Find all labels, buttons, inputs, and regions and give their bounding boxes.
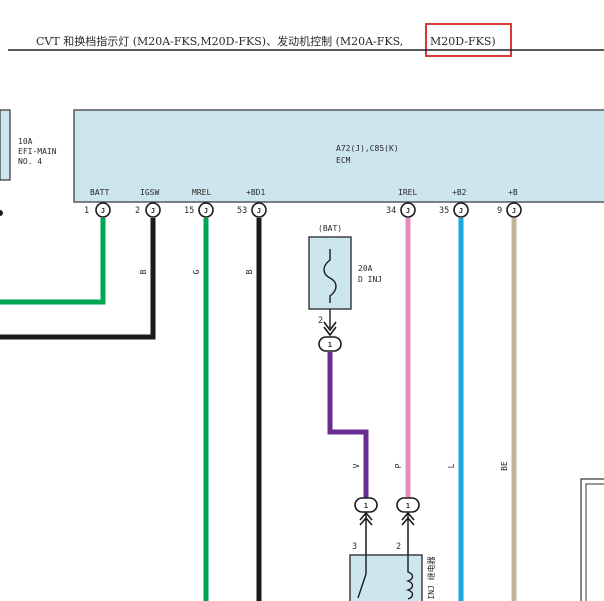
ecm-terminal-label: MREL — [192, 188, 211, 197]
partial-component-inner — [585, 483, 604, 601]
header: CVT 和换档指示灯 (M20A-FKS,M20D-FKS)、发动机控制 (M2… — [8, 23, 604, 57]
wire-color-code: P — [394, 463, 403, 468]
relay-pin-right: 2 — [396, 542, 401, 552]
wire-color-codes: B G B V P L BE — [139, 269, 509, 470]
fuse-d-inj-name: D INJ — [358, 275, 382, 284]
fuse-d-inj-pin: 2 — [318, 316, 323, 326]
ecm-pin-jack-label: J — [151, 207, 155, 215]
fuse-d-inj-connector — [318, 336, 342, 352]
wire-stub-dot — [0, 210, 3, 216]
ecm-pin-number: 2 — [135, 206, 140, 216]
ecm-pin-jack-label: J — [459, 207, 463, 215]
ecm-terminal-label: +B — [508, 188, 518, 197]
wire-color-code: V — [352, 463, 361, 468]
ecm-pin-jack-label: J — [406, 207, 410, 215]
fuse-efi-main-no: NO. 4 — [18, 157, 42, 166]
title-highlight-text: M20D-FKS) — [430, 35, 496, 48]
wire-color-code: BE — [500, 461, 509, 471]
ecm-unit: A72(J),C85(K) ECM BATT IGSW MREL +BD1 IR… — [73, 109, 604, 203]
relay-switch-icon — [357, 555, 367, 599]
ecm-name: ECM — [336, 156, 351, 165]
connector-arrow-icon — [323, 321, 337, 337]
ecm-pin-number: 1 — [84, 206, 89, 216]
fuse-d-inj-rating: 20A — [358, 264, 373, 273]
ecm-pin-jack-label: J — [204, 207, 208, 215]
relay-name: INJ 继电器 — [426, 556, 436, 599]
ecm-pin-jack — [400, 202, 416, 218]
fuse-d-inj-connector-label: 1 — [328, 341, 332, 349]
ecm-pin-number: 35 — [439, 206, 449, 216]
relay-coil-icon — [405, 555, 414, 600]
ecm-pin-jack — [145, 202, 161, 218]
inj-relay: INJ 继电器 — [349, 554, 436, 601]
wire-igsw-black — [0, 218, 156, 340]
relay-pin-left: 3 — [352, 542, 357, 552]
wire-color-code: B — [245, 269, 254, 274]
connector-arrow-icon — [401, 511, 415, 526]
ecm-connector-code: A72(J),C85(K) — [336, 144, 399, 153]
relay-box — [349, 554, 423, 601]
partial-component-right — [580, 478, 604, 601]
ecm-terminal-label: BATT — [90, 188, 109, 197]
ecm-pin-number: 34 — [386, 206, 396, 216]
ecm-pins: J 1 J 2 J 15 J 53 J 34 J 35 J 9 — [84, 202, 522, 218]
ecm-terminal-label: +B2 — [452, 188, 467, 197]
fuse-efi-main-rating: 10A — [18, 137, 33, 146]
wires — [0, 218, 517, 601]
fuse-d-inj: (BAT) 20A D INJ 2 1 — [308, 224, 382, 352]
relay-connector-left-label: 1 — [364, 502, 368, 510]
ecm-pin-jack — [198, 202, 214, 218]
wire-color-code: L — [447, 463, 456, 468]
ecm-pin-number: 53 — [237, 206, 247, 216]
ecm-pin-jack — [95, 202, 111, 218]
ecm-terminal-label: IREL — [398, 188, 417, 197]
ecm-pin-jack-label: J — [257, 207, 261, 215]
highlight-box — [425, 23, 512, 57]
ecm-terminal-label: IGSW — [140, 188, 159, 197]
wire-batt-green — [0, 218, 106, 305]
relay-connectors: 1 1 3 2 — [352, 497, 420, 552]
diagram-title: CVT 和换档指示灯 (M20A-FKS,M20D-FKS)、发动机控制 (M2… — [36, 34, 403, 48]
ecm-pin-jack-label: J — [101, 207, 105, 215]
ecm-pin-jack — [506, 202, 522, 218]
relay-connector-right-label: 1 — [406, 502, 410, 510]
fuse-d-inj-source: (BAT) — [318, 224, 342, 233]
fuse-symbol-icon — [323, 249, 337, 303]
ecm-box — [73, 109, 604, 203]
ecm-pin-jack — [453, 202, 469, 218]
fuse-efi-main-name: EFI-MAIN — [18, 147, 57, 156]
ecm-pin-jack — [251, 202, 267, 218]
wire-color-code: B — [139, 269, 148, 274]
wire-color-code: G — [192, 269, 201, 274]
ecm-pin-number: 15 — [184, 206, 194, 216]
fuse-efi-main-no4: 10A EFI-MAIN NO. 4 — [0, 109, 57, 181]
fuse-efi-main-box — [0, 109, 11, 181]
ecm-pin-number: 9 — [497, 206, 502, 216]
ecm-pin-jack-label: J — [512, 207, 516, 215]
wire-fuse-out-purple — [327, 352, 369, 498]
ecm-terminal-label: +BD1 — [246, 188, 265, 197]
connector-arrow-icon — [359, 511, 373, 526]
